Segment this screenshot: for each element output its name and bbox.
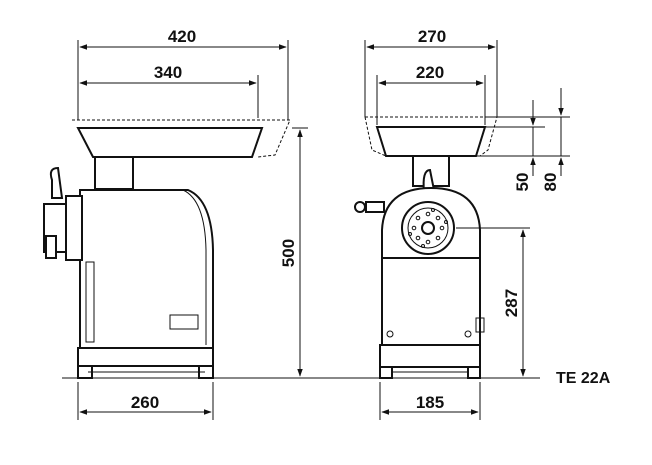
dim-label-220: 220 <box>416 63 444 82</box>
model-label: TE 22A <box>556 370 611 387</box>
dim-label-50: 50 <box>513 173 532 192</box>
dim-label-185: 185 <box>416 393 444 412</box>
front-view: 270 220 185 287 50 80 <box>354 27 570 420</box>
dim-label-260: 260 <box>131 393 159 412</box>
dim-label-500: 500 <box>279 239 298 267</box>
grinder-plate-holes <box>408 208 448 248</box>
side-view: 420 340 260 500 <box>43 27 308 420</box>
dim-label-80: 80 <box>541 173 560 192</box>
dim-label-340: 340 <box>154 63 182 82</box>
dim-label-287: 287 <box>502 289 521 317</box>
dim-label-270: 270 <box>418 27 446 46</box>
dim-label-420: 420 <box>168 27 196 46</box>
